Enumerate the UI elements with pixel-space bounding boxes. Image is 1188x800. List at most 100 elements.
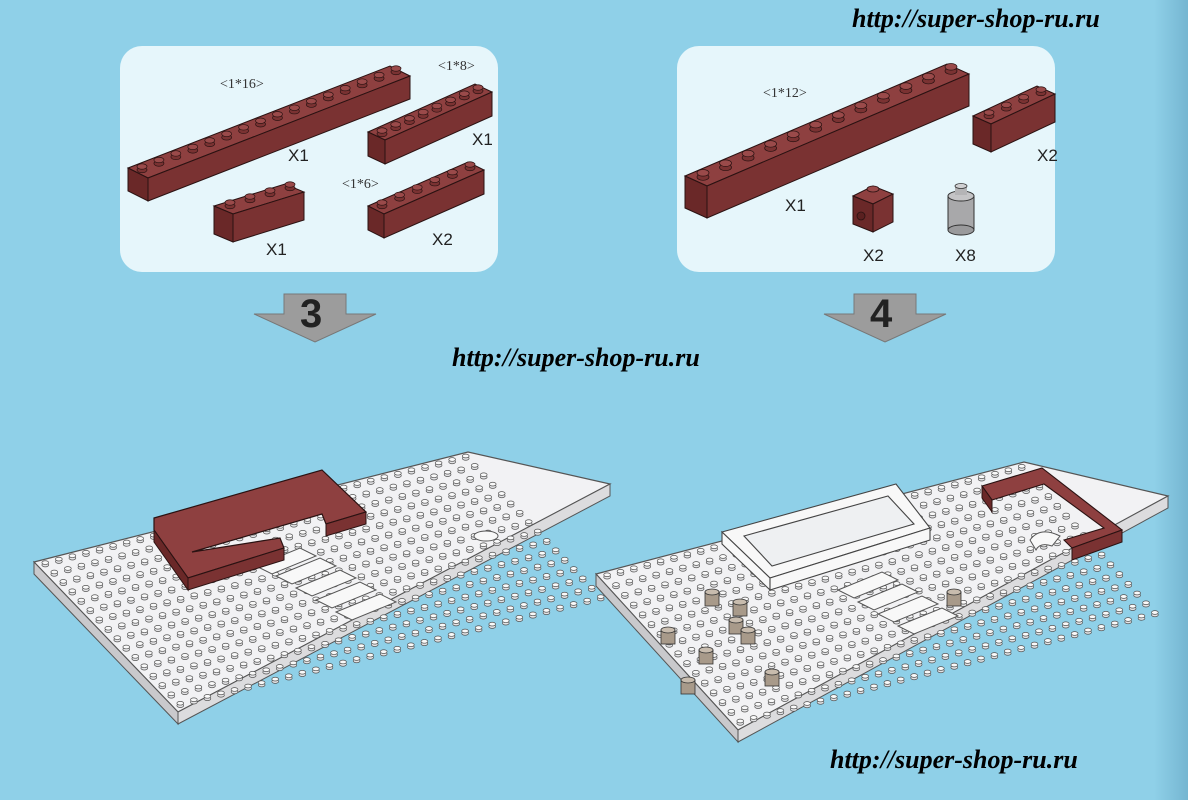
stud	[502, 583, 510, 591]
stud	[122, 609, 131, 617]
stud	[718, 699, 727, 707]
stud	[390, 65, 402, 76]
stud	[403, 480, 411, 488]
stud	[276, 629, 284, 636]
stud	[231, 582, 239, 590]
stud	[807, 651, 816, 659]
stud	[683, 587, 691, 595]
stud	[1066, 608, 1074, 616]
stud	[249, 635, 257, 643]
stud	[808, 579, 816, 587]
stud	[1084, 591, 1092, 599]
stud	[1022, 559, 1030, 567]
stud	[461, 523, 470, 531]
stud	[767, 698, 776, 706]
stud	[131, 654, 140, 661]
part-size-label: <1*6>	[342, 177, 379, 192]
stud	[361, 630, 370, 638]
stud	[986, 520, 995, 528]
part-quantity: X1	[288, 146, 309, 165]
stud	[457, 466, 465, 474]
stud	[1115, 607, 1123, 615]
stud	[68, 588, 77, 596]
stud	[825, 671, 834, 679]
stud	[1044, 638, 1052, 646]
stud	[407, 537, 415, 545]
stud	[82, 550, 90, 557]
stud	[928, 547, 937, 555]
stud	[497, 596, 506, 604]
stud	[1044, 493, 1053, 501]
stud	[896, 676, 905, 684]
stud	[1008, 599, 1017, 607]
stud	[118, 552, 126, 560]
stud	[457, 536, 465, 544]
stud	[77, 562, 86, 570]
stud	[923, 669, 932, 677]
stud	[924, 488, 932, 496]
stud	[244, 613, 253, 621]
stud	[375, 627, 384, 635]
stud	[411, 184, 423, 194]
stud	[941, 653, 950, 660]
brick-1x1-side-stud	[851, 185, 895, 233]
stud	[763, 603, 772, 610]
part-size-label: <1*12>	[763, 86, 807, 101]
stud	[356, 78, 368, 89]
stud	[991, 471, 999, 478]
stud	[502, 513, 510, 521]
stud	[212, 633, 221, 641]
stud	[705, 630, 714, 638]
stud	[692, 597, 700, 605]
stud	[213, 598, 221, 606]
stud	[429, 176, 441, 187]
stud	[122, 574, 131, 582]
stud	[448, 527, 456, 535]
part-quantity: X2	[863, 246, 884, 265]
stud	[82, 585, 90, 592]
stud	[235, 604, 244, 612]
stud	[852, 664, 860, 672]
round-brick-grey	[740, 626, 756, 645]
stud	[1044, 565, 1052, 573]
stud	[484, 564, 492, 572]
stud	[839, 595, 847, 603]
stud	[670, 591, 678, 599]
stud	[212, 668, 221, 676]
stud	[145, 650, 153, 658]
stud	[398, 528, 406, 536]
stud	[407, 467, 416, 475]
stud	[643, 562, 651, 569]
stud	[511, 522, 519, 530]
stud	[443, 470, 452, 477]
stud	[1048, 516, 1057, 524]
stud	[194, 649, 203, 657]
stud	[551, 547, 560, 555]
stud	[267, 619, 275, 627]
stud	[1035, 519, 1044, 527]
stud	[1088, 578, 1097, 586]
stud	[955, 540, 963, 548]
stud	[312, 631, 320, 639]
stud	[127, 631, 135, 639]
stud	[643, 598, 651, 606]
stud	[781, 622, 789, 630]
stud	[714, 640, 722, 647]
stud	[981, 570, 990, 577]
stud	[977, 547, 986, 554]
stud	[167, 621, 176, 629]
stud	[226, 630, 234, 637]
stud	[389, 483, 398, 491]
stud	[479, 577, 488, 585]
stud	[170, 150, 182, 161]
stud	[995, 639, 1003, 646]
stud	[272, 111, 283, 121]
stud	[963, 623, 972, 630]
stud	[425, 521, 434, 529]
stud	[294, 612, 302, 620]
stud	[452, 479, 461, 487]
stud	[1048, 588, 1057, 596]
stud	[136, 536, 144, 544]
stud	[208, 611, 216, 619]
